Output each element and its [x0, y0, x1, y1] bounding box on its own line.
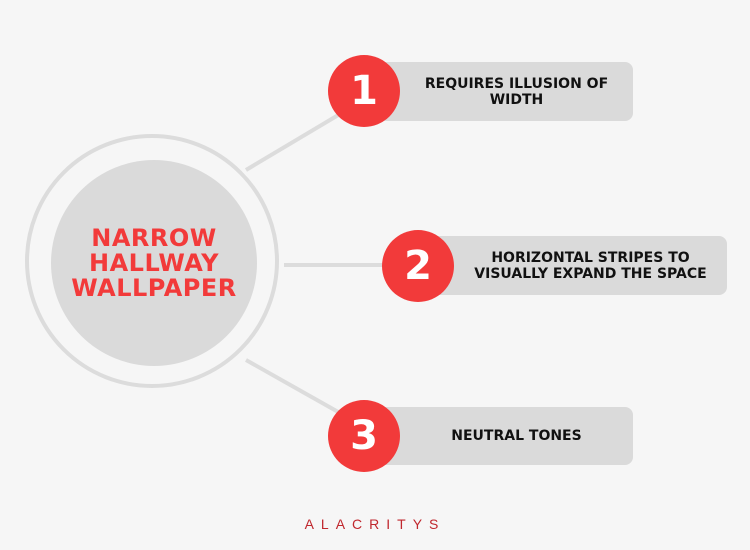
center-title-line: WALLPAPER	[71, 273, 237, 302]
item-number-badge-3: 3	[328, 400, 400, 472]
item-text-3: NEUTRAL TONES	[451, 428, 582, 444]
center-outer-ring	[25, 134, 279, 388]
item-text-2: HORIZONTAL STRIPES TO VISUALLY EXPAND TH…	[474, 249, 707, 282]
connector-line-1	[244, 112, 342, 172]
brand-footer: ALACRITYS	[304, 516, 446, 532]
center-title-line: HALLWAY	[89, 248, 219, 277]
item-number-2: 2	[404, 243, 432, 289]
connector-line-3	[245, 358, 341, 415]
center-title: NARROW HALLWAY WALLPAPER	[71, 223, 237, 302]
item-text-1: REQUIRES ILLUSION OF WIDTH	[424, 75, 609, 108]
item-number-badge-1: 1	[328, 55, 400, 127]
item-number-badge-2: 2	[382, 230, 454, 302]
item-number-3: 3	[350, 413, 378, 459]
center-circle: NARROW HALLWAY WALLPAPER	[51, 160, 257, 366]
item-box-2: HORIZONTAL STRIPES TO VISUALLY EXPAND TH…	[432, 236, 727, 295]
item-number-1: 1	[350, 68, 378, 114]
item-box-1: REQUIRES ILLUSION OF WIDTH	[378, 62, 633, 121]
item-box-3: NEUTRAL TONES	[378, 407, 633, 465]
center-title-line: NARROW	[91, 223, 217, 252]
